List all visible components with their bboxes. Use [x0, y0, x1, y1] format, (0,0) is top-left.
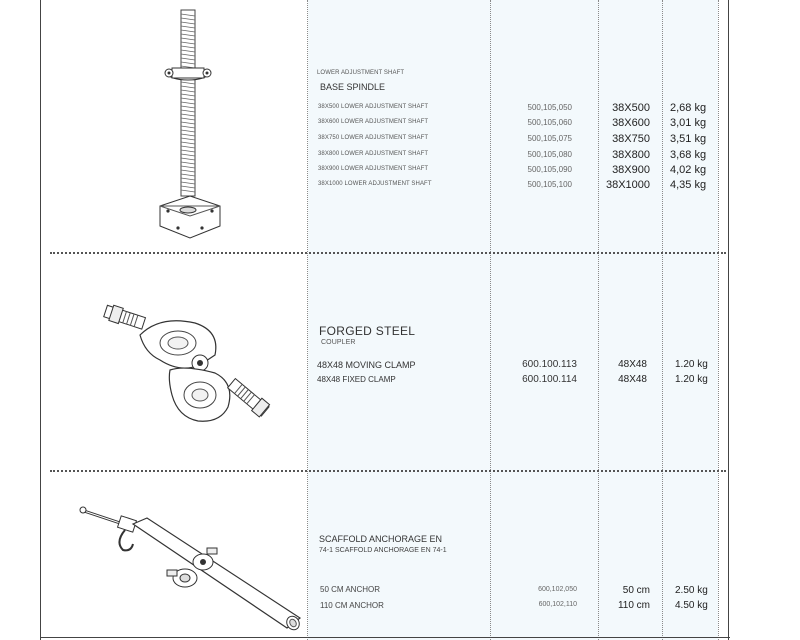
section-subtitle: COUPLER: [321, 339, 356, 346]
product-size: 38X900: [612, 164, 650, 176]
product-weight: 4.50 kg: [675, 600, 708, 611]
section-subtitle: 74-1 SCAFFOLD ANCHORAGE EN 74-1: [319, 547, 447, 554]
column-divider: [490, 0, 491, 640]
base-spindle-illustration: [159, 9, 221, 239]
column-divider: [718, 0, 719, 640]
scaffold-anchor-illustration: [79, 506, 302, 631]
product-code: 500,105,060: [527, 118, 573, 127]
product-weight: 2,68 kg: [670, 102, 707, 114]
product-name: 38X1000 LOWER ADJUSTMENT SHAFT: [318, 181, 432, 187]
product-weight: 1.20 kg: [675, 359, 708, 370]
product-code: 600.100.114: [522, 374, 577, 385]
product-name: 38X600 LOWER ADJUSTMENT SHAFT: [318, 119, 429, 125]
product-code: 500,105,050: [527, 103, 573, 112]
product-name: 38X500 LOWER ADJUSTMENT SHAFT: [318, 104, 429, 110]
section-pre-label: LOWER ADJUSTMENT SHAFT: [317, 70, 405, 76]
column-divider: [307, 0, 308, 640]
section-divider: [50, 252, 726, 254]
product-weight: 4,35 kg: [670, 179, 707, 191]
product-weight: 3,01 kg: [670, 117, 707, 129]
product-size: 38X800: [612, 149, 650, 161]
product-weight: 3,68 kg: [670, 149, 707, 161]
product-name: 38X900 LOWER ADJUSTMENT SHAFT: [318, 166, 429, 172]
product-code: 600,102,050: [538, 586, 577, 593]
product-name: 50 CM ANCHOR: [320, 585, 381, 594]
product-name: 38X750 LOWER ADJUSTMENT SHAFT: [318, 135, 429, 141]
product-size: 38X750: [612, 133, 650, 145]
product-size: 38X500: [612, 102, 650, 114]
left-border: [40, 0, 41, 640]
section-title: SCAFFOLD ANCHORAGE EN: [319, 534, 443, 544]
bottom-border: [40, 637, 730, 638]
coupler-illustration: [103, 304, 271, 422]
product-code: 500,105,080: [527, 150, 573, 159]
product-weight: 4,02 kg: [670, 164, 707, 176]
product-size: 50 cm: [622, 585, 650, 596]
product-size: 110 cm: [617, 600, 650, 611]
product-code: 500,105,100: [527, 180, 573, 189]
product-name: 48X48 MOVING CLAMP: [317, 360, 416, 370]
column-divider: [598, 0, 599, 640]
product-size: 38X600: [612, 117, 650, 129]
product-name: 110 CM ANCHOR: [320, 601, 384, 610]
product-weight: 1.20 kg: [675, 374, 708, 385]
product-code: 600,102,110: [538, 601, 577, 608]
product-weight: 3,51 kg: [670, 133, 707, 145]
product-size: 48X48: [618, 359, 647, 370]
product-code: 500,105,075: [527, 134, 573, 143]
product-code: 500,105,090: [527, 165, 573, 174]
product-size: 48X48: [618, 374, 647, 385]
section-title: BASE SPINDLE: [320, 82, 386, 92]
column-divider: [662, 0, 663, 640]
product-code: 600.100.113: [522, 359, 577, 370]
product-weight: 2.50 kg: [675, 585, 708, 596]
right-border: [728, 0, 729, 640]
table-background: [308, 0, 718, 640]
product-name: 38X800 LOWER ADJUSTMENT SHAFT: [318, 151, 429, 157]
product-size: 38X1000: [605, 179, 650, 191]
section-title: FORGED STEEL: [319, 324, 416, 338]
section-divider: [50, 470, 726, 472]
product-name: 48X48 FIXED CLAMP: [317, 375, 396, 384]
